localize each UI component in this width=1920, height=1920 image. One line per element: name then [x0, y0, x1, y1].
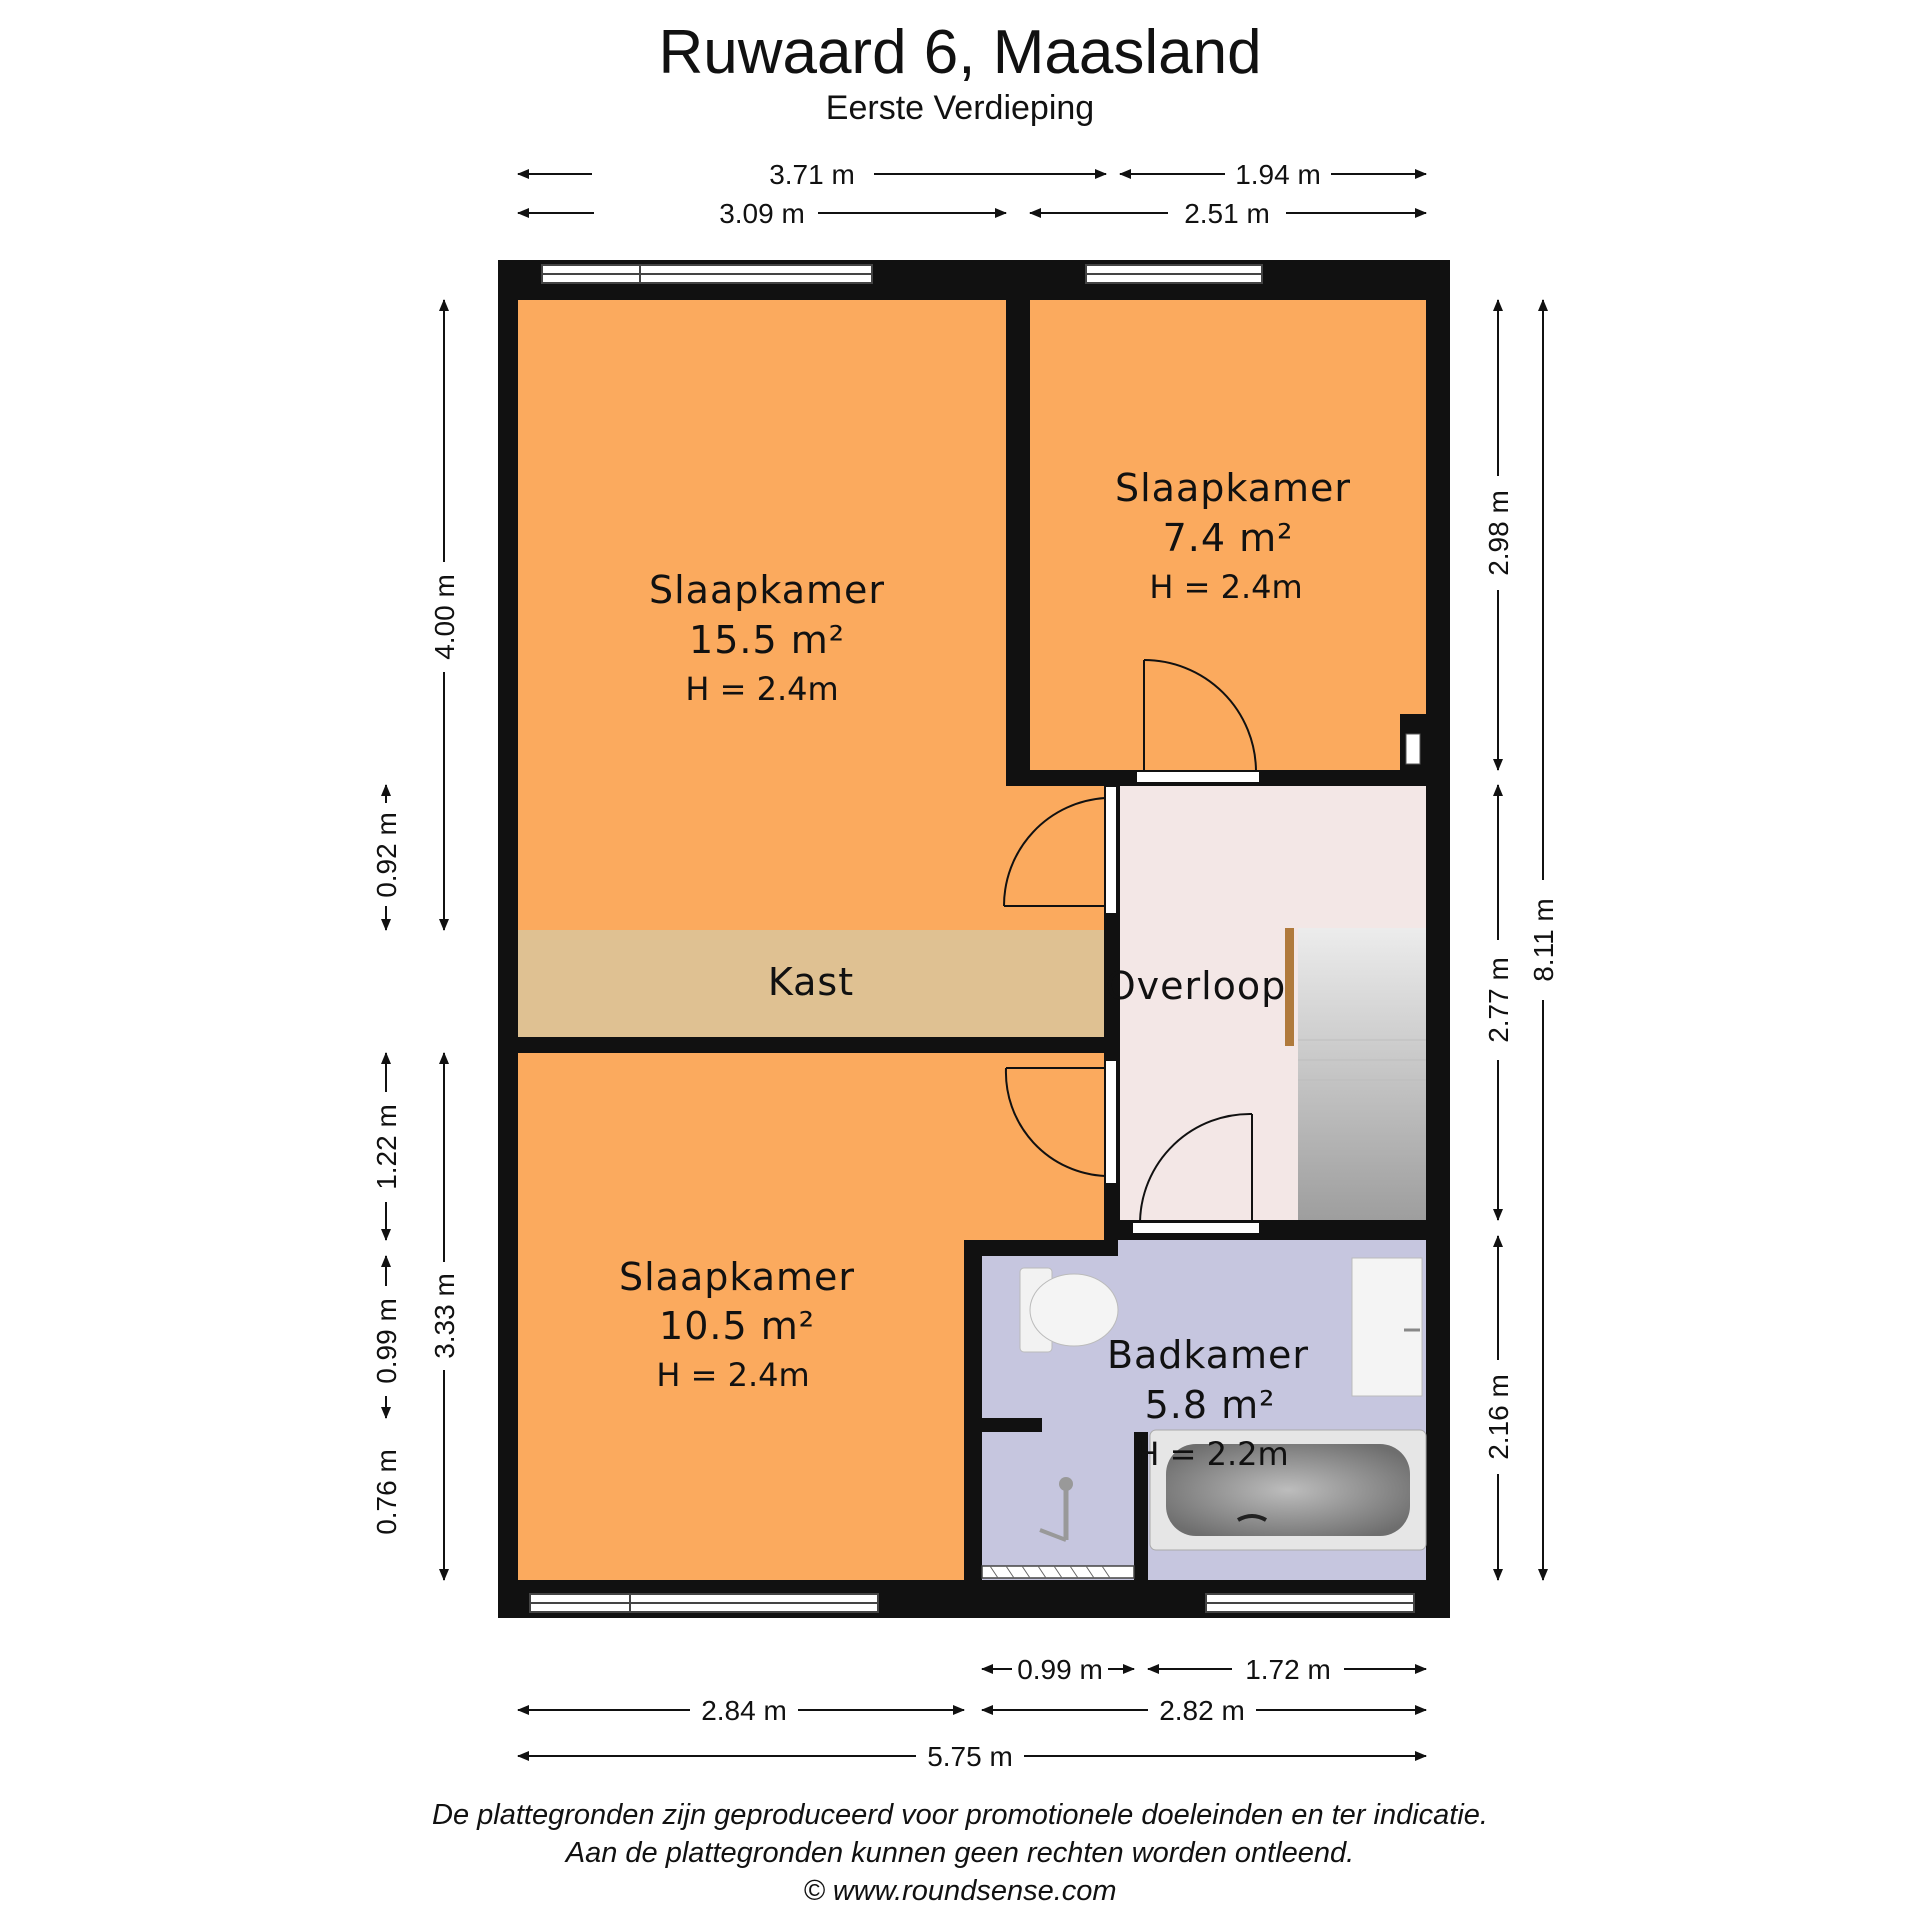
dim-top-row1-b: 1.94 m — [1235, 159, 1321, 190]
dim-right-inner-a: 2.98 m — [1483, 490, 1514, 576]
staircase — [1285, 928, 1426, 1220]
label-bedroom-bottom-height: H = 2.4m — [656, 1356, 809, 1394]
dim-top-row2-b: 2.51 m — [1184, 198, 1270, 229]
toilet — [1019, 1267, 1119, 1353]
wall-shower-right — [1134, 1432, 1148, 1580]
disclaimer: De plattegronden zijn geproduceerd voor … — [0, 1796, 1920, 1910]
dim-right-outer: 8.11 m — [1528, 898, 1559, 982]
page-title: Ruwaard 6, Maasland — [658, 18, 1262, 87]
wall-bath-left — [964, 1240, 982, 1580]
label-bedroom-small-height: H = 2.4m — [1149, 568, 1302, 606]
dim-bottom-row2-b: 2.82 m — [1159, 1695, 1245, 1726]
window-shower — [981, 1565, 1135, 1579]
label-bedroom-large-area: 15.5 m² — [689, 618, 845, 662]
wall-bath-top — [964, 1240, 1118, 1256]
dim-left-inner-c: 0.99 m — [371, 1298, 402, 1384]
dim-right-inner-b: 2.77 m — [1483, 957, 1514, 1043]
dim-top-row2-a: 3.09 m — [719, 198, 805, 229]
door-bedroom-bottom — [1004, 1059, 1118, 1185]
label-landing-name: Overloop — [1106, 964, 1287, 1008]
dim-top-row1-a: 3.71 m — [769, 159, 855, 190]
dim-left-inner-b: 1.22 m — [371, 1104, 402, 1190]
dim-bottom-total: 5.75 m — [927, 1741, 1013, 1772]
shower — [1039, 1477, 1073, 1542]
label-bathroom-area: 5.8 m² — [1145, 1383, 1276, 1427]
label-bedroom-large-height: H = 2.4m — [685, 670, 838, 708]
label-bathroom-name: Badkamer — [1107, 1333, 1309, 1377]
window-bottom-left — [529, 1593, 879, 1613]
label-closet-name: Kast — [768, 960, 854, 1004]
window-bottom-right — [1205, 1593, 1415, 1613]
dim-bottom-row1-b: 1.72 m — [1245, 1654, 1331, 1685]
disclaimer-line-2: Aan de plattegronden kunnen geen rechten… — [565, 1837, 1355, 1869]
room-bedroom-small — [1030, 300, 1426, 770]
label-bedroom-small-area: 7.4 m² — [1163, 516, 1294, 560]
dim-bottom-row1-a: 0.99 m — [1017, 1654, 1103, 1685]
dim-right-inner-c: 2.16 m — [1483, 1374, 1514, 1460]
window-top-left — [541, 264, 873, 284]
copyright-line: © www.roundsense.com — [803, 1875, 1117, 1907]
floor-subtitle: Eerste Verdieping — [825, 89, 1095, 127]
wall-closet-bottom — [518, 1037, 1118, 1053]
dim-bottom-row2-a: 2.84 m — [701, 1695, 787, 1726]
dimension-lines — [381, 169, 1548, 1761]
room-bedroom-bottom-ext — [518, 1053, 1104, 1243]
door-bedroom-small — [1135, 659, 1261, 784]
room-bedroom-large-ext — [1006, 785, 1106, 930]
label-bedroom-small-name: Slaapkamer — [1115, 466, 1351, 510]
door-bathroom — [1131, 1112, 1261, 1235]
dim-left-inner-a: 0.92 m — [371, 812, 402, 898]
label-bedroom-large-name: Slaapkamer — [649, 568, 885, 612]
sink — [1351, 1257, 1423, 1397]
door-bedroom-large — [1002, 785, 1118, 915]
dim-left-outer-b: 3.33 m — [429, 1273, 460, 1359]
room-bedroom-bottom-mask — [518, 1240, 964, 1580]
wall-shower-top — [982, 1418, 1042, 1432]
label-bedroom-bottom-name: Slaapkamer — [619, 1255, 855, 1299]
label-bedroom-bottom-area: 10.5 m² — [659, 1304, 815, 1348]
label-bathroom-height: H = 2.2m — [1135, 1435, 1288, 1473]
dim-left-outer-a: 4.00 m — [429, 574, 460, 660]
title-block: Ruwaard 6, Maasland Eerste Verdieping — [0, 18, 1920, 128]
bathtub — [1149, 1429, 1427, 1551]
room-closet — [518, 930, 1106, 1037]
dim-left-inner-d: 0.76 m — [371, 1449, 402, 1535]
window-top-right — [1085, 264, 1263, 284]
shaft-inner — [1405, 733, 1421, 765]
disclaimer-line-1: De plattegronden zijn geproduceerd voor … — [432, 1799, 1488, 1831]
wall-vertical-1 — [1006, 290, 1030, 785]
room-bedroom-large — [518, 300, 1006, 930]
